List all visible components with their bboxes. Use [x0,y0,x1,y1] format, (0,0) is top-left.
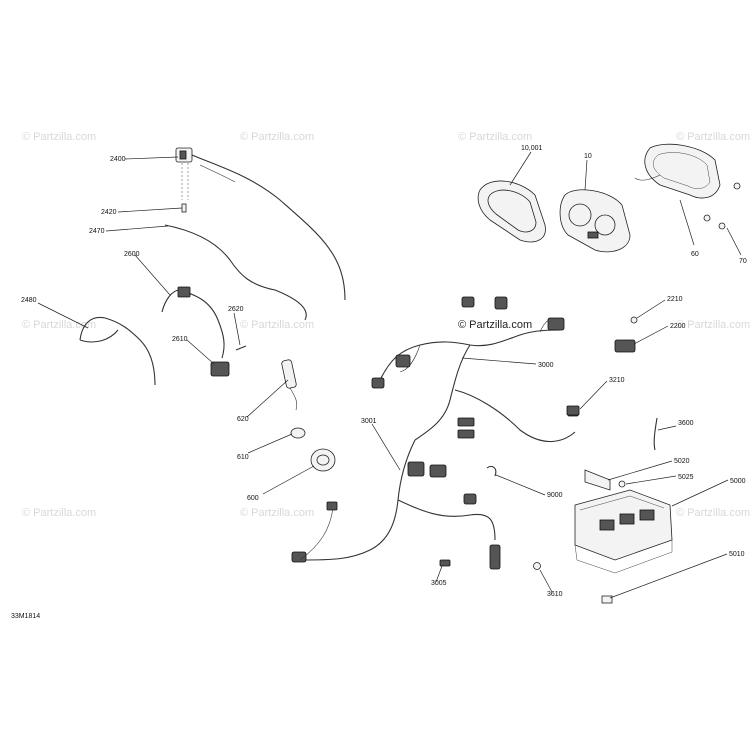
part-10-cluster [559,189,631,253]
part-2480-loop [79,316,156,386]
watermarks: © Partzilla.com © Partzilla.com © Partzi… [22,131,750,519]
callout-10001: 10,001 [521,145,543,152]
callout-2400: 2400 [110,156,126,163]
callout-3610: 3610 [547,591,563,598]
part-2620-pin [235,345,247,351]
part-610-grommet [290,427,306,439]
callout-2420: 2420 [101,209,117,216]
callout-60: 60 [691,251,699,258]
leader-lines [37,151,742,599]
callout-600: 600 [247,495,259,502]
callout-610: 610 [237,454,249,461]
part-2210-screw [630,316,638,324]
part-5025-screw [618,480,626,488]
watermark: © Partzilla.com [240,319,314,331]
callout-3000: 3000 [538,362,554,369]
part-620-sensor [281,359,298,411]
callout-3600: 3600 [678,420,694,427]
part-3005-clip [439,559,451,567]
watermark: © Partzilla.com [676,131,750,143]
callout-5000: 5000 [730,478,746,485]
part-3000-harness [291,296,579,570]
callout-5010: 5010 [729,551,745,558]
part-600-horn [310,448,336,472]
callout-620: 620 [237,416,249,423]
part-70-screws [703,182,741,230]
watermark: © Partzilla.com [22,131,96,143]
callout-2480: 2480 [21,297,37,304]
callout-2610: 2610 [172,336,188,343]
callout-2620: 2620 [228,306,244,313]
part-2610-connector [210,361,230,377]
part-2400-switch [175,147,346,301]
callout-labels: 2400 2420 2470 2600 2480 2620 2610 620 6… [11,145,747,620]
part-2420-pin [181,203,187,213]
part-2470-cable [164,224,307,321]
part-2600-cable [161,286,225,359]
watermark: © Partzilla.com [676,319,750,331]
watermark: © Partzilla.com [458,319,532,331]
watermark: © Partzilla.com [240,507,314,519]
callout-2210: 2210 [667,296,683,303]
callout-3001: 3001 [361,418,377,425]
callout-2470: 2470 [89,228,105,235]
part-5020-bracket [584,469,611,491]
part-3210-connector [566,405,580,416]
watermark: © Partzilla.com [22,319,96,331]
callout-5025: 5025 [678,474,694,481]
watermark: © Partzilla.com [676,507,750,519]
callout-9000: 9000 [547,492,563,499]
diagram-code: 33M1814 [11,613,40,620]
watermark: © Partzilla.com [240,131,314,143]
part-5010-fuse [601,595,613,604]
part-3600-cable [653,417,658,451]
watermark: © Partzilla.com [458,131,532,143]
watermark: © Partzilla.com [22,507,96,519]
part-5000-fusebox [574,489,673,574]
part-3610-nut [533,562,541,570]
callout-3005: 3005 [431,580,447,587]
part-9000-clip [486,465,497,477]
callout-10: 10 [584,153,592,160]
callout-2200: 2200 [670,323,686,330]
callout-5020: 5020 [674,458,690,465]
callout-2600: 2600 [124,251,140,258]
part-60-housing [634,143,721,199]
part-10001-bezel [477,180,546,243]
callout-3210: 3210 [609,377,625,384]
part-2200-sensor [614,339,636,353]
callout-70: 70 [739,258,747,265]
